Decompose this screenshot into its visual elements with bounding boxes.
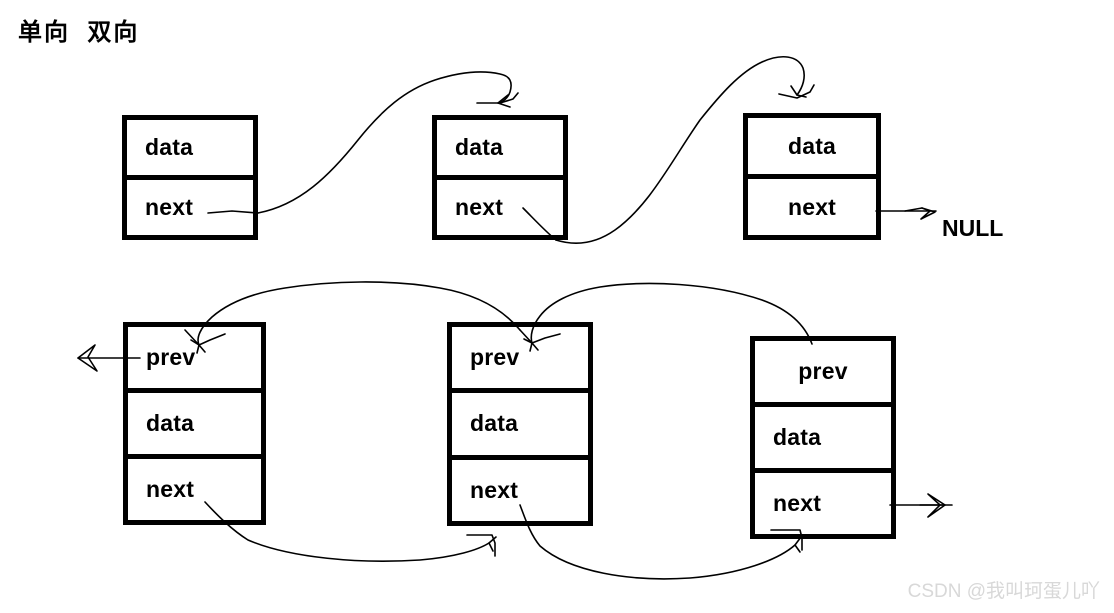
page-title: 单向 双向 [18,19,140,46]
dll-node-3-cell-next: next [755,468,891,534]
sll-node-3-cell-data: data [748,118,876,174]
dll-node-1-cell-data: data [128,388,261,454]
dll-node-1-cell-prev: prev [128,327,261,388]
dll-node-2-cell-data: data [452,388,588,455]
csdn-watermark: CSDN @我叫珂蛋儿吖 [907,581,1100,602]
dll-node-1-data-label: data [146,410,195,436]
dll-node-1-prev-label: prev [146,344,196,370]
sll-node-2: data next [432,115,568,240]
dll-node-2-cell-prev: prev [452,327,588,389]
dll-node-2-prev-label: prev [470,344,520,371]
dll-node-3-cell-prev: prev [755,341,891,402]
sll-node-1: data next [122,115,258,240]
sll-node-3-cell-next: next [748,174,876,235]
null-terminator-label: NULL [942,215,1004,241]
sll-node-2-cell-data: data [437,120,563,175]
sll-arrow-3-to-null [875,207,937,220]
dll-node-2-cell-next: next [452,454,588,521]
dll-node-2-next-label: next [470,476,519,503]
sll-node-3-next-label: next [787,193,837,220]
sll-node-1-data-label: data [145,134,194,160]
sll-node-2-data-label: data [455,134,504,160]
sll-node-1-cell-next: next [127,175,253,235]
sll-node-3: data next [743,113,881,240]
sll-node-2-next-label: next [455,194,504,220]
dll-node-2: prev data next [447,322,593,526]
dll-node-3-data-label: data [773,424,822,450]
dll-node-1-cell-next: next [128,454,261,520]
dll-node-2-data-label: data [470,410,519,437]
dll-node-1-next-label: next [146,476,195,502]
dll-node-3-prev-label: prev [798,358,848,384]
sll-node-1-cell-data: data [127,120,253,175]
dll-arrow-node3-next-null [889,493,953,518]
dll-node-3-cell-data: data [755,402,891,468]
sll-node-1-next-label: next [145,194,194,220]
sll-node-2-cell-next: next [437,175,563,235]
dll-node-3: prev data next [750,336,896,539]
dll-node-3-next-label: next [773,490,822,516]
dll-node-1: prev data next [123,322,266,525]
sll-node-3-data-label: data [787,132,837,159]
